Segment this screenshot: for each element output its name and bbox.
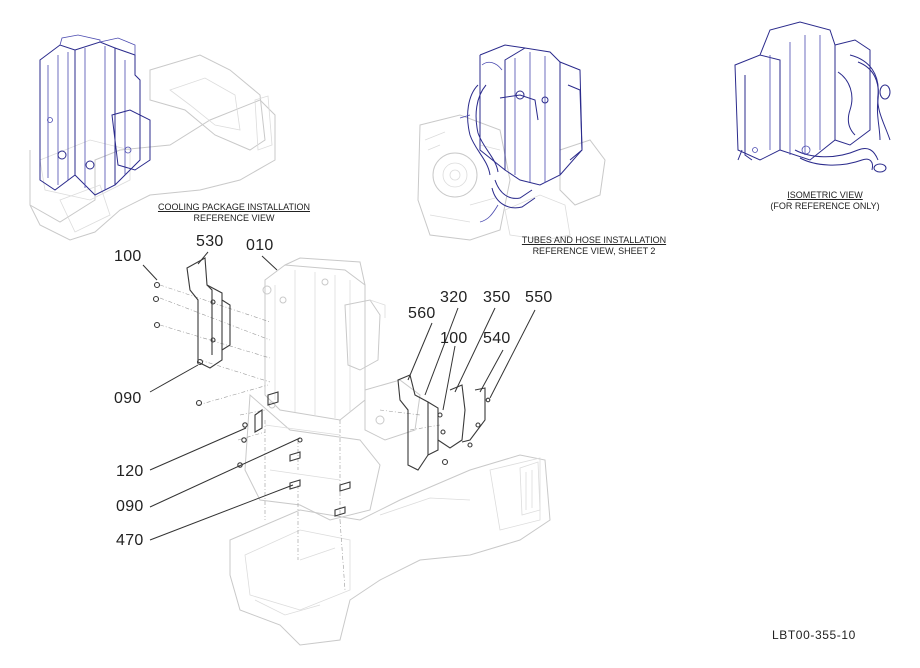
isometric-reference-view (734, 21, 891, 173)
tubes-hose-subtitle: REFERENCE VIEW, SHEET 2 (532, 246, 656, 256)
cooling-package-subtitle: REFERENCE VIEW (193, 213, 275, 223)
cooling-package-reference-view (29, 34, 276, 241)
callout-320: 320 (440, 289, 468, 306)
cooling-package-title: COOLING PACKAGE INSTALLATION (157, 202, 311, 212)
isometric-subtitle: (FOR REFERENCE ONLY) (770, 201, 880, 211)
callout-100-right: 100 (440, 330, 468, 347)
isometric-caption: ISOMETRIC VIEW (FOR REFERENCE ONLY) (760, 190, 890, 212)
callout-090-lower: 090 (116, 498, 144, 515)
callout-120: 120 (116, 463, 144, 480)
drawing-number: LBT00-355-10 (772, 628, 856, 642)
callout-540: 540 (483, 330, 511, 347)
callout-090-upper: 090 (114, 390, 142, 407)
tubes-hose-caption: TUBES AND HOSE INSTALLATION REFERENCE VI… (512, 235, 676, 257)
leader-lines (142, 251, 536, 541)
callout-100-left: 100 (114, 248, 142, 265)
isometric-title: ISOMETRIC VIEW (787, 190, 863, 200)
tubes-hose-reference-view (417, 44, 606, 241)
tubes-hose-title: TUBES AND HOSE INSTALLATION (521, 235, 667, 245)
main-exploded-view (152, 257, 551, 646)
callout-470: 470 (116, 532, 144, 549)
callout-530: 530 (196, 233, 224, 250)
callout-010: 010 (246, 237, 274, 254)
left-fastener-set (152, 281, 279, 468)
callout-350: 350 (483, 289, 511, 306)
callout-560: 560 (408, 305, 436, 322)
cooling-package-caption: COOLING PACKAGE INSTALLATION REFERENCE V… (148, 202, 320, 224)
callout-550: 550 (525, 289, 553, 306)
